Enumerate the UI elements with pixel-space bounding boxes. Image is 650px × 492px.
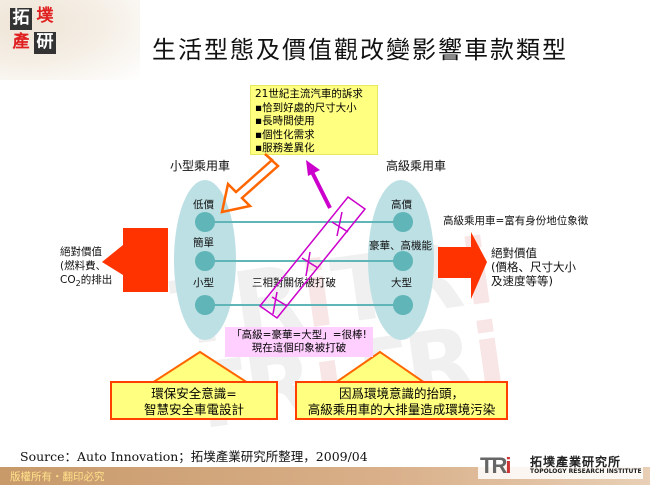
callout-heading: 21世紀主流汽車的訴求 <box>255 88 363 100</box>
logo-char: 拓 <box>10 8 32 30</box>
right-note: 高級乘用車=富有身份地位象徵 <box>443 215 589 227</box>
left-item-label: 低價 <box>193 199 214 211</box>
callout-item: ▪個性化需求 <box>255 128 315 141</box>
left-arrow-text: 絕對價值 (燃料費、 CO2的排出 <box>60 245 112 291</box>
left-dot-price <box>195 212 215 232</box>
right-item-label: 豪華、高機能 <box>369 240 432 252</box>
left-text-line: CO2的排出 <box>60 273 112 291</box>
source-citation: Source：Auto Innovation；拓墣產業研究所整理，2009/04 <box>20 449 368 464</box>
right-item-label: 大型 <box>391 277 412 289</box>
box-line: 智慧安全車電設計 <box>143 402 244 417</box>
break-bar-icon <box>258 195 367 320</box>
callout-item: ▪服務差異化 <box>255 142 315 154</box>
co-subscript: 2 <box>75 279 81 289</box>
connector-line <box>205 304 405 306</box>
tri-mark: TRi <box>480 453 512 478</box>
tri-en-name: TOPOLOGY RESEARCH INSTITUTE <box>530 468 642 475</box>
pink-note-line: 現在這個印象被打破 <box>251 342 347 354</box>
connector-line <box>205 260 405 262</box>
copyright-text: 版權所有・翻印必究 <box>10 471 105 483</box>
pink-note-line: 「高級=豪華=大型」=很棒! <box>231 329 367 341</box>
callout-item: ▪恰到好處的尺寸大小 <box>255 101 357 114</box>
box-line: 環保安全意識= <box>151 386 237 401</box>
environment-awareness-box: 因爲環境意識的抬頭， 高級乘用車的大排量造成環境污染 <box>295 381 508 420</box>
right-item-label: 高價 <box>391 199 412 211</box>
callout-item: ▪長時間使用 <box>255 115 315 127</box>
co-text: CO <box>60 274 76 286</box>
right-dot-luxury <box>393 251 413 271</box>
page-title: 生活型態及價值觀改變影響車款類型 <box>152 36 568 64</box>
right-arrow-text: 絕對價值 (價格、尺寸大小 及速度等等) <box>491 246 576 288</box>
trend-callout: 21世紀主流汽車的訴求 ▪恰到好處的尺寸大小 ▪長時間使用 ▪個性化需求 ▪服務… <box>250 85 378 155</box>
logo-char: 墣 <box>36 6 54 26</box>
right-text-line: 及速度等等) <box>491 274 553 288</box>
pink-note: 「高級=豪華=大型」=很棒! 現在這個印象被打破 <box>225 327 373 357</box>
safety-awareness-box: 環保安全意識= 智慧安全車電設計 <box>110 381 278 420</box>
connector-line <box>205 221 405 223</box>
right-text-line: (價格、尺寸大小 <box>491 260 576 274</box>
left-group-title: 小型乘用車 <box>170 159 231 173</box>
left-item-label: 簡單 <box>193 237 214 249</box>
right-text-line: 絕對價值 <box>491 246 537 260</box>
box-line: 高級乘用車的大排量造成環境污染 <box>307 402 496 417</box>
left-text-line: (燃料費、 <box>60 260 107 272</box>
emission-text: 的排出 <box>80 274 113 286</box>
left-text-line: 絕對價值 <box>60 246 102 258</box>
right-dot-size <box>393 295 413 315</box>
magenta-up-arrow-icon <box>306 160 332 209</box>
center-label: 三相對關係被打破 <box>252 277 336 289</box>
company-logo: 拓 墣 產 研 <box>10 6 60 54</box>
red-right-arrow-icon <box>438 232 487 299</box>
logo-char: 研 <box>34 32 56 54</box>
tri-cn-name: 拓墣產業研究所 <box>530 455 622 469</box>
left-item-label: 小型 <box>193 277 214 289</box>
right-group-title: 高級乘用車 <box>386 159 447 173</box>
orange-outline-arrow-icon <box>220 153 280 214</box>
left-dot-size <box>195 295 215 315</box>
logo-char: 產 <box>12 32 30 52</box>
tri-logo: TRi 拓墣產業研究所 TOPOLOGY RESEARCH INSTITUTE <box>478 453 643 479</box>
box-line: 因爲環境意識的抬頭， <box>338 386 464 401</box>
red-left-arrow-icon <box>102 228 168 292</box>
right-dot-price <box>393 212 413 232</box>
left-dot-simple <box>195 251 215 271</box>
